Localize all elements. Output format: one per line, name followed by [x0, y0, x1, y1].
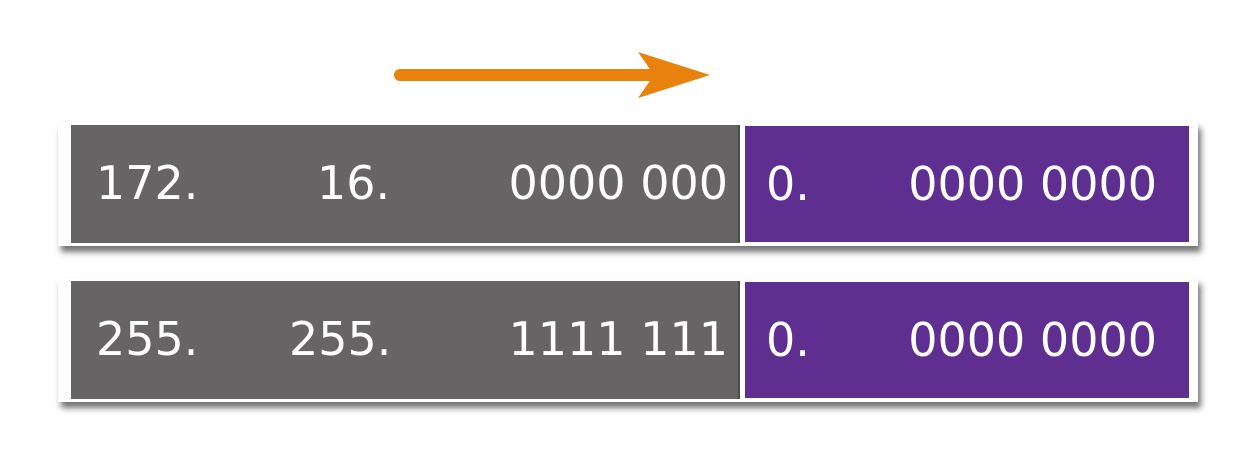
host-portion: 0. 0000 0000 — [745, 282, 1189, 398]
network-portion: 255. 255. 1111 111 — [71, 281, 740, 399]
address-octet-2: 16. — [317, 156, 391, 210]
mask-octet-3-network-bits: 1111 111 — [508, 312, 729, 366]
address-octet-1: 172. — [96, 156, 199, 210]
right-arrow-icon — [394, 52, 710, 98]
mask-octet-1: 255. — [96, 312, 199, 366]
address-host-bit: 0. — [766, 157, 810, 211]
mask-row: 255. 255. 1111 111 0. 0000 0000 — [58, 278, 1198, 402]
host-portion: 0. 0000 0000 — [745, 126, 1189, 242]
mask-octet-2: 255. — [289, 312, 392, 366]
mask-host-bit: 0. — [766, 313, 810, 367]
address-octet-3-network-bits: 0000 000 — [508, 156, 729, 210]
address-row: 172. 16. 0000 000 0. 0000 0000 — [58, 122, 1198, 246]
network-portion: 172. 16. 0000 000 — [71, 125, 740, 243]
mask-octet-4: 0000 0000 — [908, 313, 1157, 367]
address-octet-4: 0000 0000 — [908, 157, 1157, 211]
